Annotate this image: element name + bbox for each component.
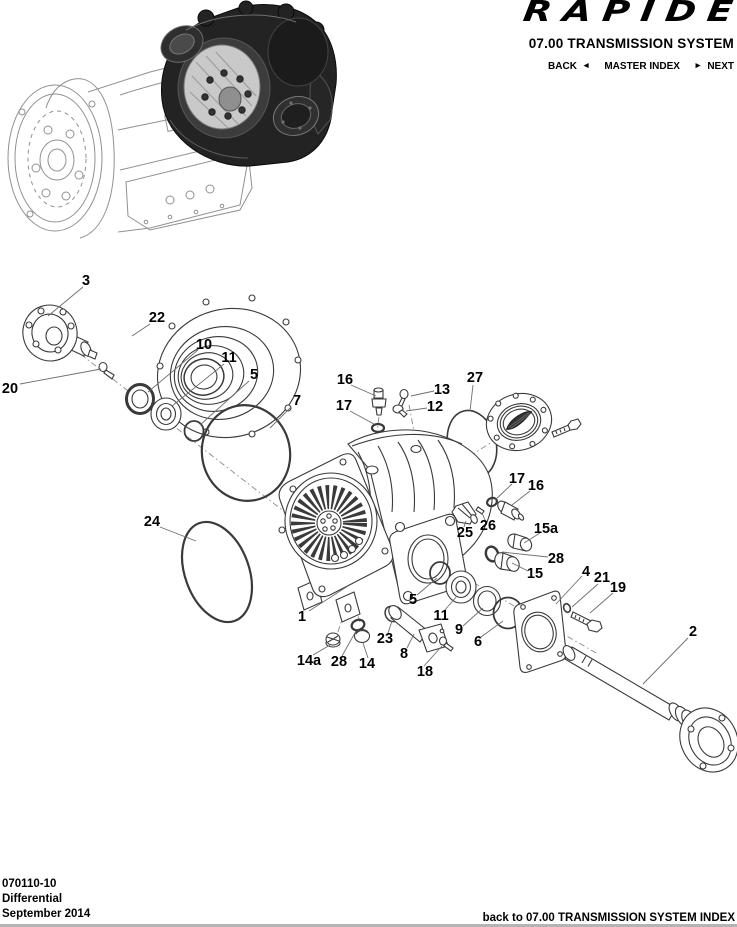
part-21-washer	[562, 602, 572, 614]
cover-plate-bolt	[551, 418, 582, 438]
part-12-plug	[392, 404, 408, 418]
part-17-washer	[370, 422, 386, 434]
part-11-bearing	[150, 397, 182, 431]
part-10-seal	[125, 383, 155, 415]
back-to-index-link[interactable]: back to 07.00 TRANSMISSION SYSTEM INDEX	[482, 912, 735, 924]
part-2-output-shaft	[562, 645, 737, 773]
nav-master-index-label: MASTER INDEX	[604, 61, 680, 72]
doc-number: 070110-10	[2, 878, 57, 890]
part-18-bolt	[438, 636, 454, 652]
nav-next-link[interactable]: ► NEXT	[693, 60, 734, 72]
section-title: 07.00 TRANSMISSION SYSTEM	[528, 36, 734, 51]
footer-rule	[0, 924, 737, 927]
part-15a-plug	[507, 533, 533, 552]
back-arrow-icon: ◄	[581, 60, 591, 70]
part-1-differential-housing	[278, 429, 493, 623]
part-24-o-ring	[180, 520, 254, 624]
part-4-plate	[513, 590, 567, 673]
exploded-differential-diagram	[19, 286, 737, 773]
rear-cover-plate	[485, 392, 553, 452]
part-16-sensor-right	[497, 500, 525, 521]
part-17-washer-right	[486, 496, 498, 508]
part-5-o-ring-lower	[429, 561, 451, 585]
doc-name: Differential	[2, 893, 63, 905]
part-11-bearing-lower	[445, 570, 477, 604]
page-header: RAPIDE 07.00 TRANSMISSION SYSTEM BACK◄MA…	[521, 0, 737, 72]
part-25-plug	[451, 501, 478, 525]
footer-document-info: 070110-10 Differential September 2014	[2, 877, 90, 922]
nav-back-label: BACK	[548, 61, 577, 72]
part-16-breather	[371, 387, 387, 416]
transaxle-overview-illustration	[7, 0, 337, 239]
wings-badge-icon	[505, 411, 533, 430]
doc-date: September 2014	[2, 908, 91, 920]
part-9-spacer	[472, 585, 502, 617]
part-14a-plug	[325, 632, 341, 648]
part-15-plug	[494, 552, 520, 572]
part-22-side-cover	[156, 294, 302, 439]
footer-index-link-wrap: back to 07.00 TRANSMISSION SYSTEM INDEX	[483, 912, 735, 924]
nav-back-link[interactable]: BACK ◄	[548, 60, 591, 72]
part-3-input-flange	[22, 304, 98, 362]
nav-next-label: NEXT	[707, 61, 734, 72]
nav-master-index-link[interactable]: MASTER INDEX	[604, 61, 680, 72]
callout-leader-lines	[19, 286, 689, 685]
nav-bar: BACK ◄ MASTER INDEX ► NEXT	[525, 60, 734, 72]
part-7-o-ring	[200, 404, 292, 502]
part-20-bolt	[98, 361, 115, 380]
part-14-cap	[353, 628, 371, 644]
part-5-ring	[183, 420, 205, 442]
next-arrow-icon: ►	[693, 60, 703, 70]
part-8-tube	[388, 605, 449, 653]
part-19-bolt	[570, 611, 603, 633]
